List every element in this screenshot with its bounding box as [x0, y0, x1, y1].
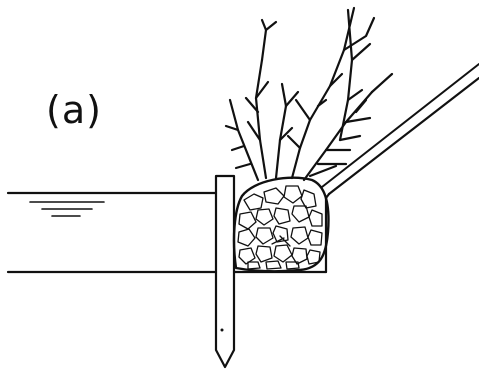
rock-filled-bundle: [232, 176, 330, 273]
bank-slope-upper: [327, 76, 479, 196]
water-surface-symbol: [29, 201, 105, 217]
brush-branches: [224, 6, 394, 182]
bank-slope-lower: [321, 63, 479, 188]
panel-label: (a): [46, 88, 102, 132]
wooden-stake: [214, 174, 236, 369]
